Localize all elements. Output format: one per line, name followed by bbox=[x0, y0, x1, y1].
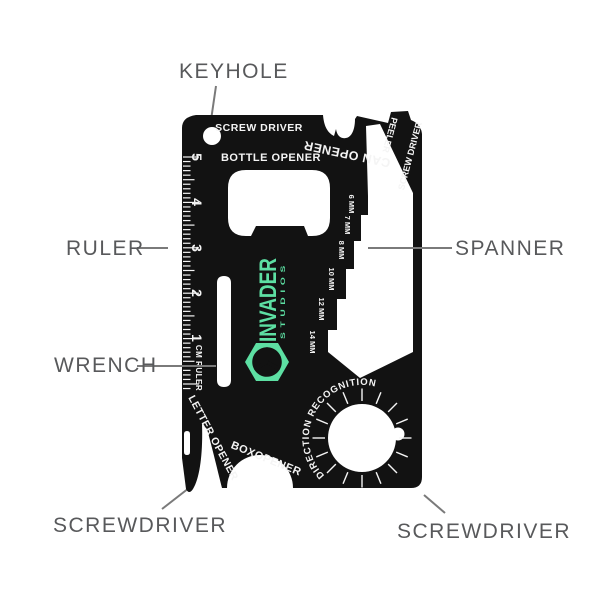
cm-ruler-label: CM RULER bbox=[194, 345, 203, 391]
ruler-number-1: 1 bbox=[189, 334, 205, 342]
logo-hexagon-icon bbox=[245, 343, 289, 381]
spanner-size-14mm: 14 MM bbox=[308, 331, 317, 354]
direction-dial-ticks bbox=[312, 388, 412, 488]
callout-screwdriver-left: SCREWDRIVER bbox=[53, 514, 228, 537]
spanner-size-8mm: 8 MM bbox=[337, 241, 346, 260]
spanner-size-10mm: 10 MM bbox=[327, 268, 336, 291]
callout-keyhole: KEYHOLE bbox=[179, 60, 289, 83]
ruler-number-4: 4 bbox=[189, 198, 205, 206]
ruler-number-3: 3 bbox=[189, 244, 205, 252]
cm-ruler-ticks bbox=[183, 156, 199, 390]
bottle-opener-label: BOTTLE OPENER bbox=[221, 152, 321, 164]
callout-ruler: RULER bbox=[66, 237, 145, 260]
callout-screwdriver-right: SCREWDRIVER bbox=[397, 520, 572, 543]
screwdriver-left-pointer-line bbox=[161, 487, 190, 510]
callout-spanner: SPANNER bbox=[455, 237, 566, 260]
screwdriver-top-label: SCREW DRIVER bbox=[215, 122, 303, 134]
compass-nub-cutout bbox=[391, 427, 405, 441]
logo-subtext: STUDIOS bbox=[280, 261, 287, 339]
callout-wrench: WRENCH bbox=[54, 354, 158, 377]
screwdriver-right-pointer-line bbox=[423, 494, 446, 514]
spanner-size-6mm: 6 MM bbox=[347, 195, 356, 214]
ruler-number-5: 5 bbox=[189, 153, 205, 161]
ruler-number-2: 2 bbox=[189, 289, 205, 297]
spanner-size-7mm: 7 MM bbox=[343, 216, 352, 235]
logo-wordmark: INVADER bbox=[255, 258, 282, 342]
callout-lines-over bbox=[137, 247, 452, 367]
invader-logo: INVADER STUDIOS bbox=[245, 258, 289, 381]
spanner-size-12mm: 12 MM bbox=[317, 298, 326, 321]
